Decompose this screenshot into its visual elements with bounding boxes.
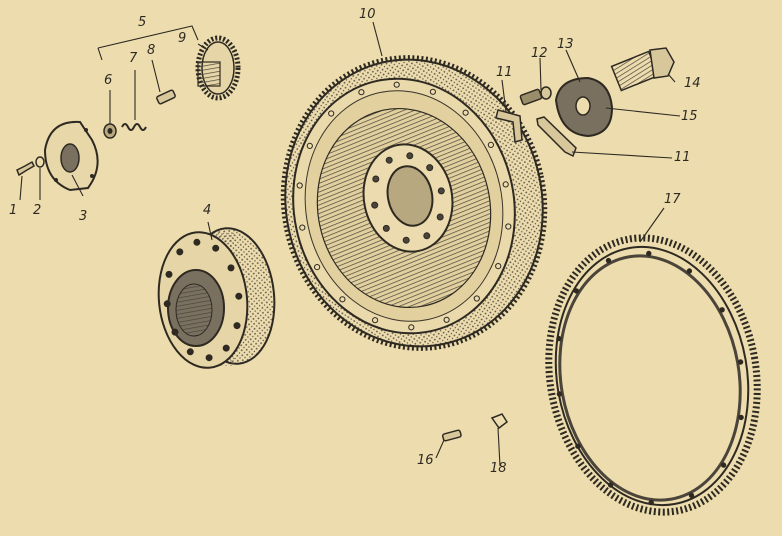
bolt-1 [16, 160, 35, 177]
pin-8 [156, 89, 176, 105]
callout-3: 3 [79, 209, 88, 224]
ring-gear-hole [556, 335, 562, 342]
flywheel-bolt-hole [296, 182, 303, 189]
hub-hole [212, 244, 220, 252]
flywheel-bolt-hole [487, 141, 494, 148]
flywheel-center-hole [372, 175, 380, 183]
lock-washer-18 [490, 413, 509, 430]
callout-16: 16 [417, 453, 434, 468]
callout-13: 13 [557, 37, 574, 52]
callout-6: 6 [104, 73, 113, 88]
bolt-16 [441, 429, 462, 442]
hub-hole [163, 300, 171, 308]
flywheel-center-hole [423, 232, 431, 240]
ring-gear-hole [737, 359, 744, 365]
hub-hole [193, 238, 201, 246]
bracket-11-upper [495, 109, 523, 143]
bushing-6 [103, 123, 117, 139]
hub-hole [235, 292, 243, 300]
ring-gear-hole [646, 250, 652, 257]
ring-gear [545, 234, 761, 516]
callout-2: 2 [33, 203, 42, 218]
callout-17: 17 [664, 192, 681, 207]
hub-hole [186, 348, 194, 356]
threaded-bolt-14 [610, 47, 675, 92]
hub-hole [171, 328, 179, 336]
bracket-11-lower [536, 116, 577, 158]
callout-1: 1 [9, 203, 18, 218]
flywheel-bolt-hole [429, 88, 436, 95]
flywheel-bolt-hole [328, 110, 335, 117]
hub-hole [227, 264, 235, 272]
flywheel-bolt-hole [473, 295, 480, 302]
callout-10: 10 [359, 7, 376, 22]
flywheel-bolt-hole [462, 109, 469, 116]
hub-hole [233, 322, 241, 330]
hub-hole [176, 248, 184, 256]
callout-7: 7 [129, 51, 138, 66]
flywheel-center-hole [382, 224, 390, 232]
flywheel-bolt-hole [502, 181, 509, 188]
callout-14: 14 [684, 76, 701, 91]
callout-15: 15 [681, 109, 698, 124]
flywheel-center-hole [371, 201, 379, 209]
cover-plate [43, 120, 99, 192]
ring-gear-hole [556, 391, 563, 397]
flywheel-bolt-hole [408, 324, 415, 331]
callout-5: 5 [138, 15, 147, 30]
flywheel-bolt-hole [393, 81, 400, 88]
ring-gear-hole [686, 268, 693, 274]
bolt-12 [519, 86, 552, 106]
flywheel-bolt-hole [339, 296, 346, 303]
flywheel-bolt-hole [306, 142, 313, 149]
flywheel-center-hole [436, 213, 444, 221]
ring-gear-hole [720, 462, 727, 468]
gear-9 [195, 35, 241, 101]
callout-11-lower: 11 [674, 150, 691, 165]
ring-gear-hole [648, 499, 654, 506]
hub-hole [165, 270, 173, 278]
flywheel-bolt-hole [443, 316, 450, 323]
flywheel-bolt-hole [314, 264, 321, 271]
ring-gear-hole [573, 288, 580, 294]
callout-9: 9 [178, 31, 187, 46]
ring-gear-hole [719, 307, 725, 313]
ring-gear-hole [605, 257, 612, 264]
flywheel-center-hole [385, 156, 393, 164]
spring-7 [121, 123, 147, 131]
flywheel [280, 55, 548, 351]
hub-hole [205, 354, 213, 362]
callout-18: 18 [490, 461, 507, 476]
flywheel-center-hole [402, 236, 410, 244]
ring-gear-hole [738, 414, 744, 421]
leader-lines [19, 21, 681, 467]
flywheel-bolt-hole [505, 223, 512, 230]
flywheel-bolt-hole [372, 317, 379, 324]
flywheel-center-hole [437, 187, 445, 195]
hub-hole [222, 344, 230, 352]
flywheel-center-hole [406, 152, 414, 160]
hub [157, 227, 276, 369]
callout-8: 8 [147, 43, 156, 58]
ring-gear-hole [607, 482, 614, 488]
callout-12: 12 [531, 46, 548, 61]
washer-2 [35, 156, 45, 168]
flywheel-bolt-hole [495, 263, 502, 270]
flywheel-center-hole [426, 164, 434, 172]
callout-11-upper: 11 [496, 65, 513, 80]
plate-13 [554, 76, 614, 138]
flywheel-bolt-hole [299, 224, 306, 231]
flywheel-bolt-hole [358, 89, 365, 96]
callout-4: 4 [203, 203, 212, 218]
ring-gear-hole [688, 492, 695, 499]
ring-gear-hole [575, 443, 581, 449]
